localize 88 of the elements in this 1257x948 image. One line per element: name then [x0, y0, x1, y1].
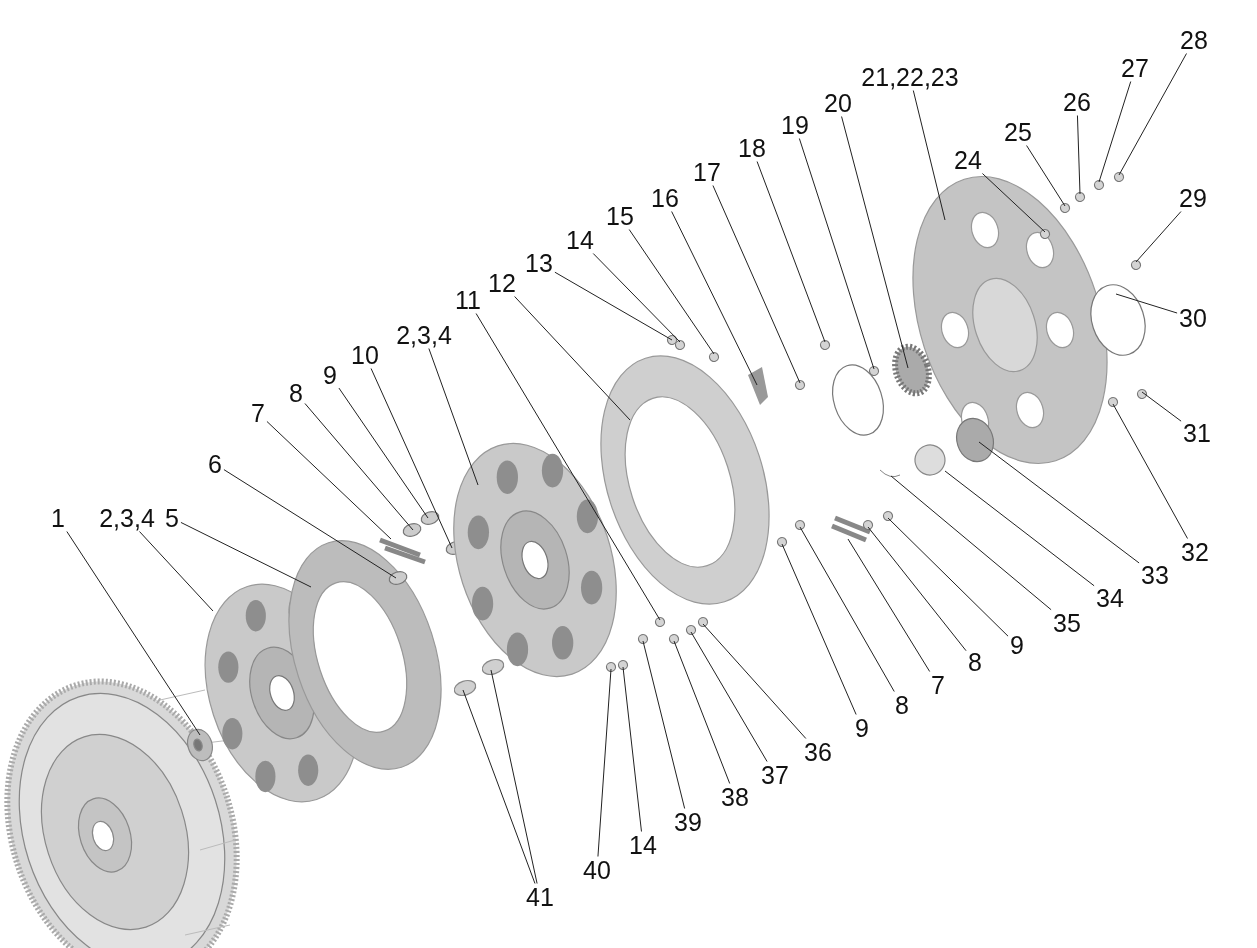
leader-line — [304, 403, 414, 531]
leader-line — [597, 668, 612, 857]
leader-line — [781, 543, 857, 715]
callout-number: 7 — [251, 400, 265, 426]
leader-line — [592, 253, 681, 343]
leader-line — [428, 348, 479, 486]
callout-number: 7 — [931, 672, 945, 698]
leader-line — [462, 689, 536, 884]
callout-number: 31 — [1183, 420, 1211, 446]
callout-number: 10 — [351, 342, 379, 368]
leader-line — [66, 531, 201, 736]
leader-line — [978, 441, 1140, 564]
leader-line — [180, 521, 312, 588]
callout-number: 9 — [855, 715, 869, 741]
leader-line — [890, 475, 1052, 611]
callout-number: 37 — [761, 762, 789, 788]
leader-line — [1118, 53, 1187, 176]
callout-number: 29 — [1179, 185, 1207, 211]
leader-line — [223, 469, 397, 579]
leader-line — [798, 138, 875, 370]
leader-line — [338, 387, 429, 519]
callout-number: 28 — [1180, 27, 1208, 53]
callout-number: 1 — [51, 505, 65, 531]
leader-line — [554, 271, 673, 341]
leader-line — [1026, 145, 1066, 207]
callout-number: 41 — [526, 884, 554, 910]
leader-line — [912, 90, 946, 221]
callout-number: 17 — [693, 159, 721, 185]
leader-line — [1135, 211, 1182, 263]
callout-number: 18 — [738, 135, 766, 161]
callout-number: 9 — [1010, 632, 1024, 658]
leader-line — [867, 526, 967, 652]
callout-number: 2,3,4 — [99, 505, 155, 531]
leader-line — [887, 517, 1009, 637]
callout-number: 27 — [1121, 55, 1149, 81]
callout-number: 38 — [721, 784, 749, 810]
leader-line — [622, 666, 642, 832]
leader-line — [642, 640, 686, 809]
callout-number: 15 — [606, 203, 634, 229]
callout-number: 14 — [629, 832, 657, 858]
leader-line — [702, 623, 807, 739]
leader-line — [1076, 115, 1081, 195]
callout-number: 34 — [1096, 585, 1124, 611]
callout-number: 9 — [323, 362, 337, 388]
callout-number: 6 — [208, 451, 222, 477]
callout-number: 2,3,4 — [396, 322, 452, 348]
leader-line — [1141, 391, 1182, 422]
callout-number: 8 — [895, 692, 909, 718]
leader-line — [139, 531, 214, 612]
leader-line — [514, 296, 631, 421]
leader-line — [266, 421, 392, 540]
leader-line — [756, 161, 826, 343]
leader-line — [690, 631, 768, 762]
callout-number: 8 — [289, 380, 303, 406]
leader-line — [1115, 293, 1178, 314]
leader-line — [799, 526, 895, 692]
callout-number: 12 — [488, 270, 516, 296]
leader-line — [1112, 403, 1188, 539]
callout-number: 16 — [651, 185, 679, 211]
callout-number: 24 — [954, 147, 982, 173]
callout-number: 26 — [1063, 89, 1091, 115]
callout-number: 39 — [674, 809, 702, 835]
callout-number: 13 — [525, 250, 553, 276]
leader-line — [847, 538, 931, 672]
callout-number: 20 — [824, 90, 852, 116]
leader-line — [841, 116, 909, 369]
leader-line — [671, 211, 758, 386]
leader-line — [628, 229, 715, 355]
callout-number: 19 — [781, 112, 809, 138]
leader-line — [1098, 81, 1132, 183]
callout-number: 25 — [1004, 119, 1032, 145]
leader-line — [475, 313, 661, 621]
callout-number: 36 — [804, 739, 832, 765]
callout-number: 33 — [1141, 562, 1169, 588]
leader-line — [712, 185, 801, 384]
callout-number: 40 — [583, 857, 611, 883]
leader-line — [370, 368, 453, 549]
leader-line — [673, 640, 731, 784]
callout-number: 21,22,23 — [861, 64, 959, 90]
callout-number: 32 — [1181, 539, 1209, 565]
callout-number: 11 — [455, 287, 481, 313]
callout-number: 30 — [1179, 305, 1207, 331]
callout-number: 5 — [165, 505, 179, 531]
callout-number: 35 — [1053, 610, 1081, 636]
leader-line — [490, 669, 538, 884]
leader-line — [944, 470, 1095, 587]
callout-number: 14 — [566, 227, 594, 253]
callout-number: 8 — [968, 649, 982, 675]
